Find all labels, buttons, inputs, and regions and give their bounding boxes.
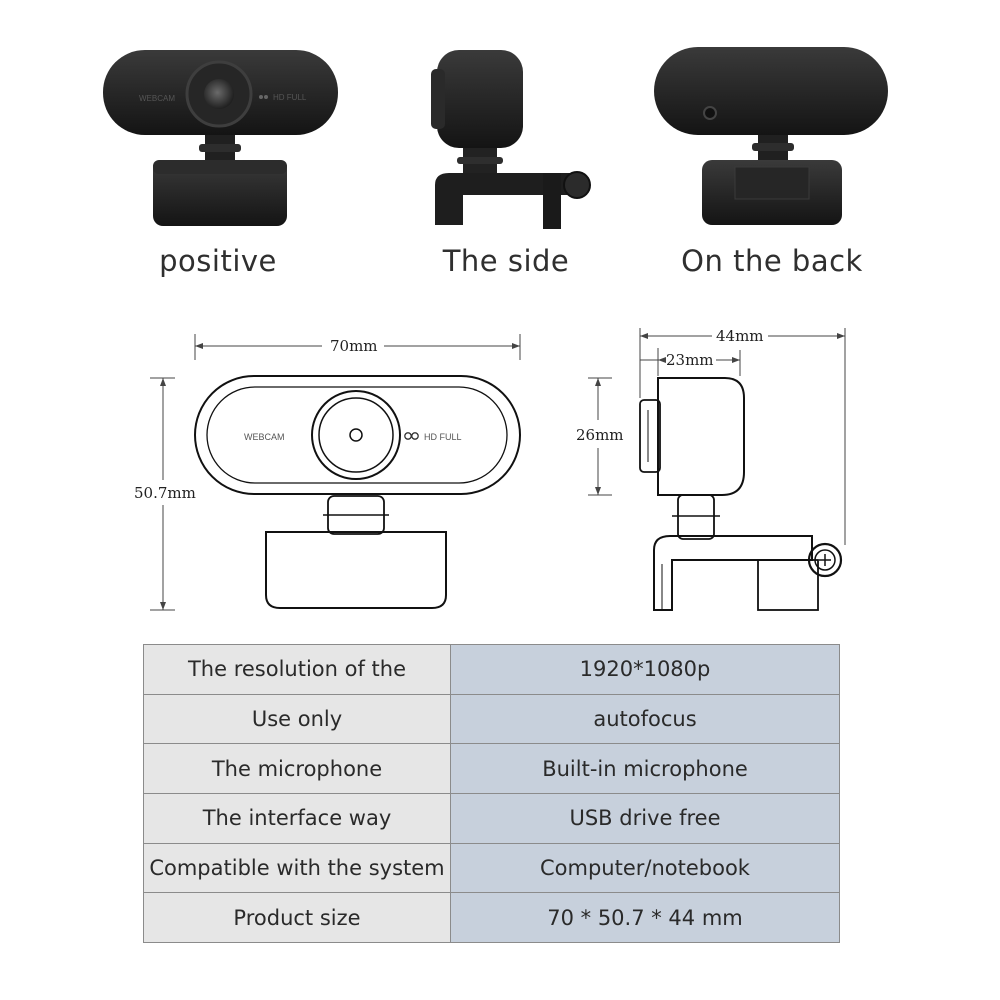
side-view-photo xyxy=(431,50,591,229)
height-dimension: 50.7mm xyxy=(134,484,196,502)
front-view-label: positive xyxy=(159,244,277,278)
spec-label: Use only xyxy=(143,693,451,745)
front-view-photo: WEBCAM HD FULL xyxy=(103,50,338,226)
front-outline-body xyxy=(194,375,521,495)
table-row: The resolution of the 1920*1080p xyxy=(143,644,840,695)
front-brand-text: WEBCAM xyxy=(139,94,175,103)
spec-label: The resolution of the xyxy=(143,644,451,695)
infinity-icon xyxy=(404,432,419,440)
table-row: Compatible with the system Computer/note… xyxy=(143,842,840,894)
table-row: Product size 70 * 50.7 * 44 mm xyxy=(143,892,840,944)
dimension-drawing: 70mm 50.7mm 44mm 23mm 26mm WEBCAM HD FUL… xyxy=(134,327,846,611)
depth-dimension: 44mm xyxy=(716,327,764,345)
spec-label: The microphone xyxy=(143,743,451,795)
spec-value: USB drive free xyxy=(450,793,840,844)
side-view-label: The side xyxy=(442,244,570,278)
depth-inner-dimension: 23mm xyxy=(666,351,714,369)
table-row: The interface way USB drive free xyxy=(143,793,840,844)
spec-value: 1920*1080p xyxy=(450,644,840,695)
drawing-brand-text: WEBCAM xyxy=(244,432,285,442)
spec-label: The interface way xyxy=(143,793,451,844)
width-dimension: 70mm xyxy=(330,337,378,355)
back-view-label: On the back xyxy=(681,244,863,278)
spec-label: Compatible with the system xyxy=(143,842,451,894)
spec-label: Product size xyxy=(143,892,451,944)
table-row: The microphone Built-in microphone xyxy=(143,743,840,795)
spec-value: autofocus xyxy=(450,693,840,745)
drawing-badge-text: HD FULL xyxy=(424,432,462,442)
spec-value: Computer/notebook xyxy=(450,842,840,894)
body-height-dimension: 26mm xyxy=(576,426,624,444)
front-badge-text: HD FULL xyxy=(273,93,307,102)
spec-value: Built-in microphone xyxy=(450,743,840,795)
back-view-photo xyxy=(654,47,888,225)
spec-value: 70 * 50.7 * 44 mm xyxy=(450,892,840,944)
table-row: Use only autofocus xyxy=(143,693,840,745)
spec-table: The resolution of the 1920*1080p Use onl… xyxy=(143,644,840,944)
